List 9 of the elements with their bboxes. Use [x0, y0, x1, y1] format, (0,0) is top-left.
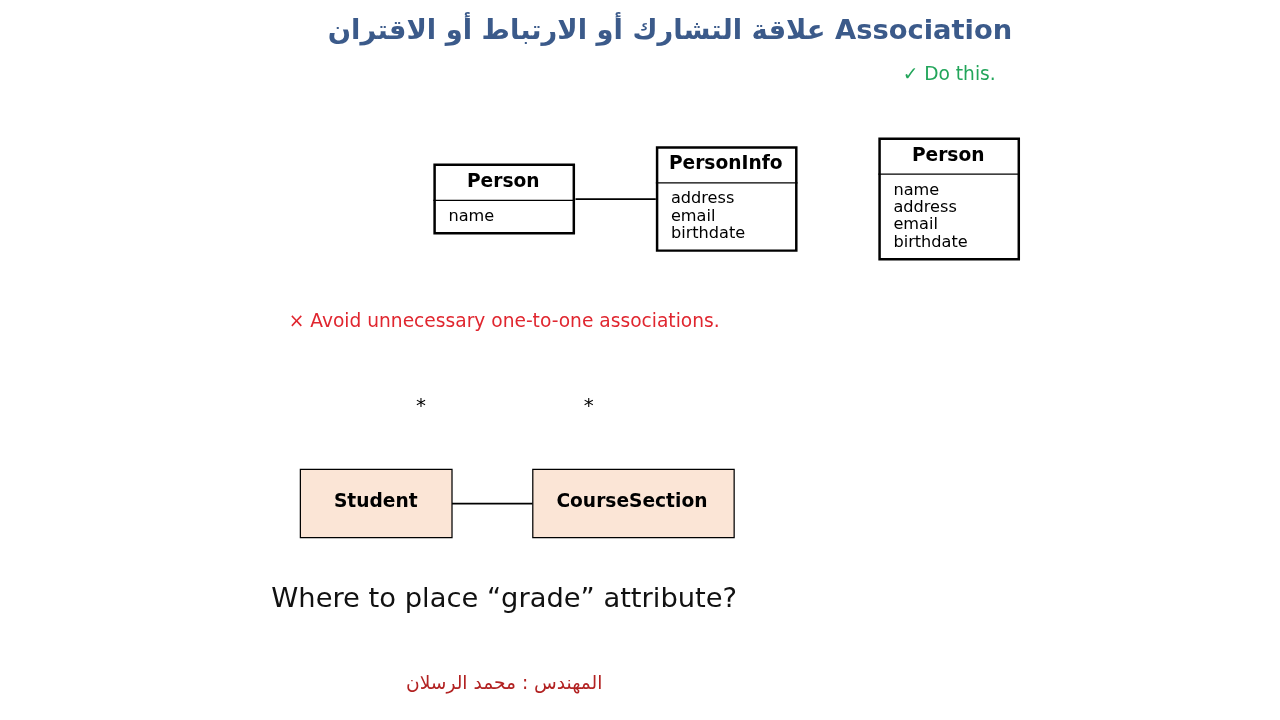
diagram-title: علاقة التشارك أو الارتباط أو الاقتران Association [327, 13, 1013, 45]
label: × Avoid unnecessary one-to-one associations. [288, 310, 720, 332]
label: Where to place “grade” attribute? [271, 581, 738, 613]
connector [574, 198, 657, 200]
label: ✓ Do this. [902, 62, 996, 84]
label: المهندس : محمد الرسلان [405, 671, 603, 693]
label: * [583, 393, 594, 417]
label: * [415, 393, 426, 417]
connector [451, 502, 534, 505]
